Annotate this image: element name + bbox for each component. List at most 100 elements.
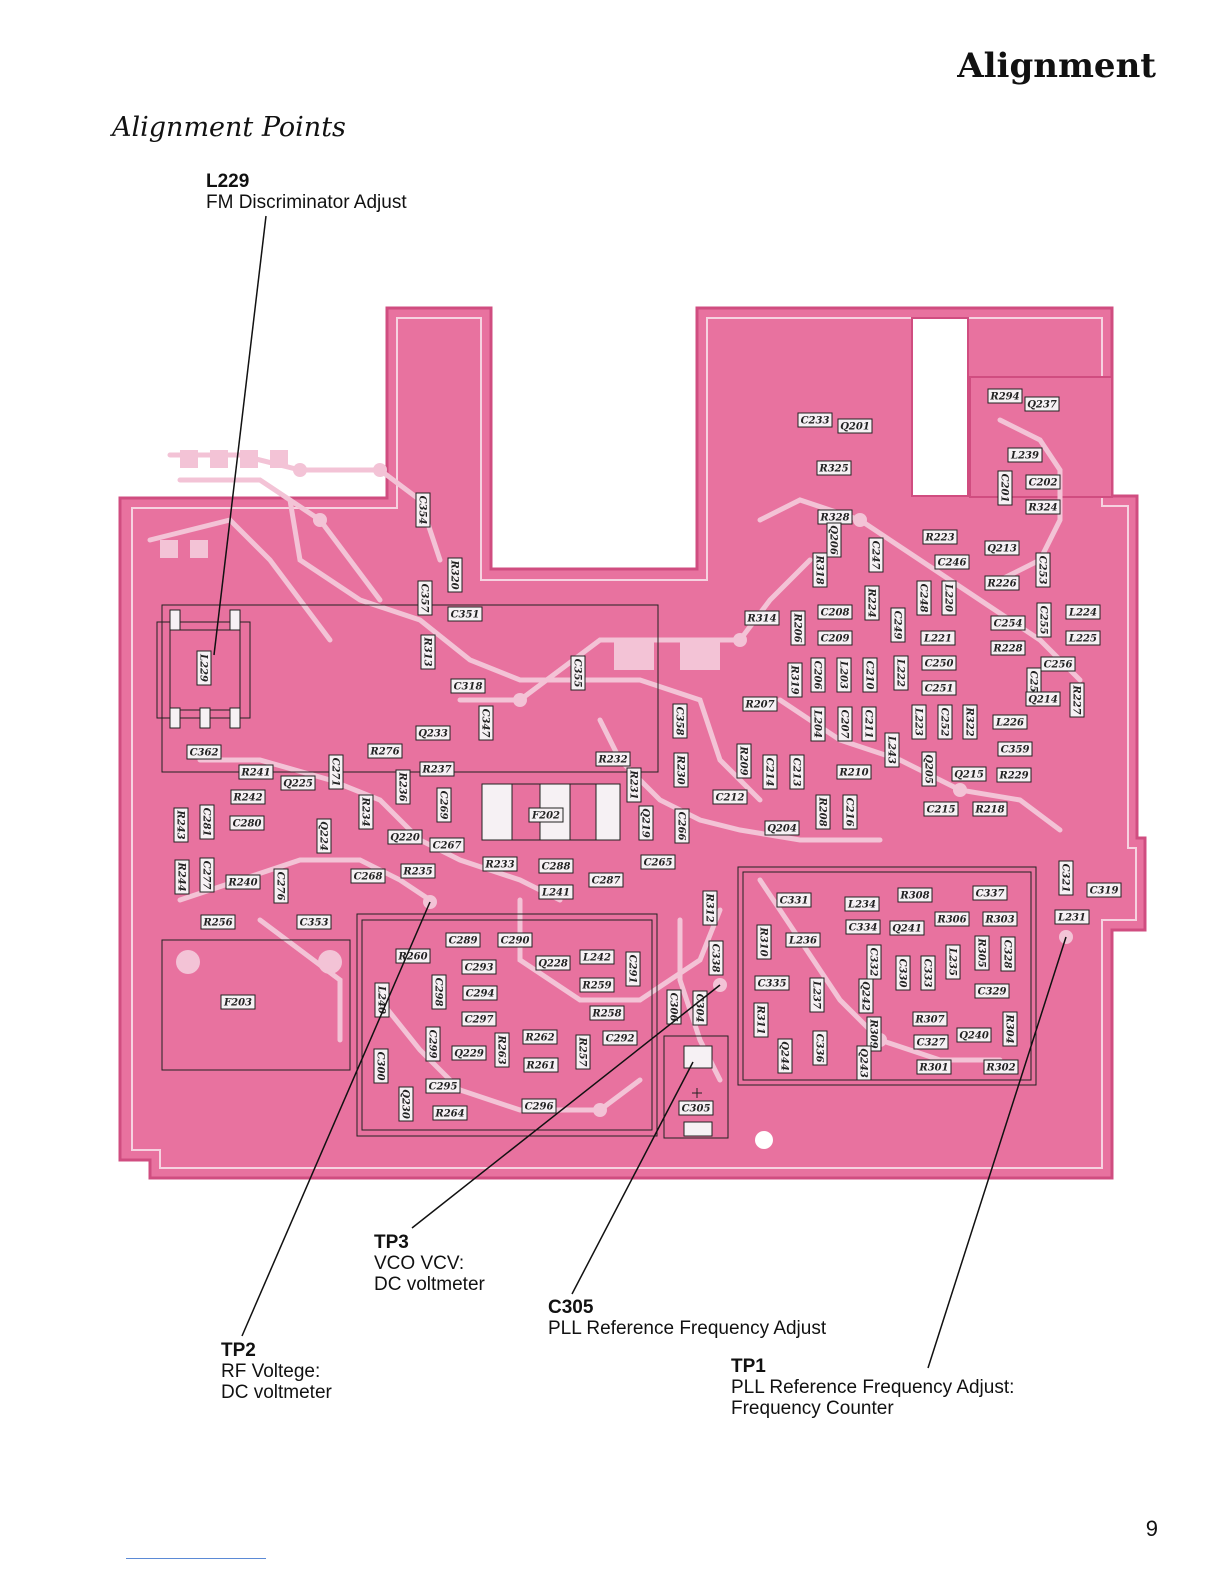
component-label: C280 — [233, 819, 262, 830]
component-c318: C318 — [450, 678, 486, 694]
component-label: C271 — [330, 758, 341, 787]
component-r307: R307 — [912, 1011, 948, 1027]
component-label: C294 — [466, 989, 495, 1000]
component-label: F202 — [531, 811, 560, 822]
component-q237: Q237 — [1024, 396, 1060, 412]
component-label: C250 — [925, 659, 954, 670]
callout-tp3: TP3 VCO VCV: DC voltmeter — [374, 1232, 485, 1295]
component-c268: C268 — [350, 868, 386, 884]
component-c250: C250 — [921, 655, 957, 671]
component-label: L224 — [1068, 608, 1097, 619]
component-label: C256 — [1044, 660, 1073, 671]
component-c296: C296 — [521, 1098, 557, 1114]
component-label: C292 — [606, 1034, 635, 1045]
component-label: R258 — [591, 1009, 621, 1020]
component-label: C353 — [300, 918, 329, 929]
component-label: C337 — [976, 889, 1005, 900]
component-label: R257 — [577, 1036, 588, 1066]
component-label: C248 — [918, 584, 929, 613]
component-label: L242 — [582, 953, 611, 964]
component-c319: C319 — [1086, 882, 1122, 898]
component-label: R231 — [628, 769, 639, 799]
component-r318: R318 — [812, 552, 828, 588]
component-r236: R236 — [395, 769, 411, 805]
component-l220: L220 — [941, 580, 957, 616]
component-label: F203 — [223, 998, 252, 1009]
callout-c305-id: C305 — [548, 1297, 594, 1318]
component-label: L236 — [788, 936, 817, 947]
component-c210: C210 — [862, 657, 878, 693]
callout-tp2: TP2 RF Voltege: DC voltmeter — [221, 1340, 332, 1403]
component-label: R311 — [755, 1004, 766, 1034]
component-label: Q219 — [640, 808, 651, 838]
component-label: R218 — [974, 805, 1004, 816]
component-l239: L239 — [1007, 447, 1043, 463]
component-c253: C253 — [1035, 552, 1051, 588]
component-c334: C334 — [845, 919, 881, 935]
component-c293: C293 — [461, 959, 497, 975]
component-label: C331 — [780, 896, 809, 907]
component-label: Q215 — [954, 770, 984, 781]
component-r259: R259 — [579, 977, 615, 993]
component-l231: L231 — [1054, 909, 1090, 925]
component-label: C202 — [1029, 478, 1058, 489]
component-label: Q243 — [858, 1048, 869, 1078]
component-r308: R308 — [897, 887, 933, 903]
component-label: R259 — [581, 981, 611, 992]
component-r319: R319 — [787, 662, 803, 698]
component-label: L225 — [1068, 634, 1097, 645]
component-c276: C276 — [273, 868, 289, 904]
component-label: R322 — [964, 706, 975, 736]
component-c294: C294 — [462, 985, 498, 1001]
component-label: C358 — [674, 707, 685, 736]
component-label: Q241 — [892, 924, 922, 935]
component-label: C254 — [994, 619, 1023, 630]
component-label: C288 — [542, 862, 571, 873]
component-r309: R309 — [866, 1016, 882, 1052]
component-r261: R261 — [523, 1057, 559, 1073]
component-label: L235 — [947, 947, 958, 976]
component-label: R228 — [992, 644, 1022, 655]
component-r257: R257 — [575, 1034, 591, 1070]
component-r302: R302 — [983, 1059, 1019, 1075]
component-label: C295 — [429, 1082, 458, 1093]
component-label: L222 — [895, 658, 906, 687]
component-r233: R233 — [482, 856, 518, 872]
component-r325: R325 — [816, 460, 852, 476]
component-label: R227 — [1071, 684, 1082, 714]
component-c248: C248 — [916, 580, 932, 616]
component-r231: R231 — [626, 767, 642, 803]
component-c300: C300 — [373, 1048, 389, 1084]
component-c247: C247 — [868, 537, 884, 573]
component-label: C215 — [927, 805, 956, 816]
component-label: C305 — [682, 1104, 711, 1115]
component-l224: L224 — [1065, 604, 1101, 620]
callout-l229: L229 FM Discriminator Adjust — [206, 171, 407, 213]
leader-tp1 — [927, 936, 1067, 1369]
callout-tp1-id: TP1 — [731, 1356, 766, 1377]
component-c304: C304 — [692, 990, 708, 1026]
component-label: C206 — [812, 661, 823, 690]
component-q242: Q242 — [858, 978, 874, 1014]
component-label: C252 — [939, 708, 950, 737]
component-label: R236 — [397, 771, 408, 801]
component-label: C207 — [839, 710, 850, 739]
component-label: Q228 — [538, 959, 568, 970]
component-r242: R242 — [230, 789, 266, 805]
component-c207: C207 — [837, 706, 853, 742]
component-label: R260 — [397, 952, 427, 963]
component-label: C253 — [1037, 556, 1048, 585]
component-c266: C266 — [674, 808, 690, 844]
component-label: Q204 — [767, 824, 797, 835]
component-label: Q225 — [283, 779, 313, 790]
component-c289: C289 — [445, 932, 481, 948]
component-label: R302 — [985, 1063, 1015, 1074]
component-label: R235 — [402, 867, 432, 878]
component-label: L229 — [198, 653, 209, 682]
callout-tp2-desc-1: RF Voltege: — [221, 1361, 321, 1382]
component-c327: C327 — [913, 1034, 949, 1050]
component-l234: L234 — [844, 896, 880, 912]
pcb-inner-outline — [131, 317, 1137, 1169]
component-label: Q230 — [400, 1089, 411, 1119]
